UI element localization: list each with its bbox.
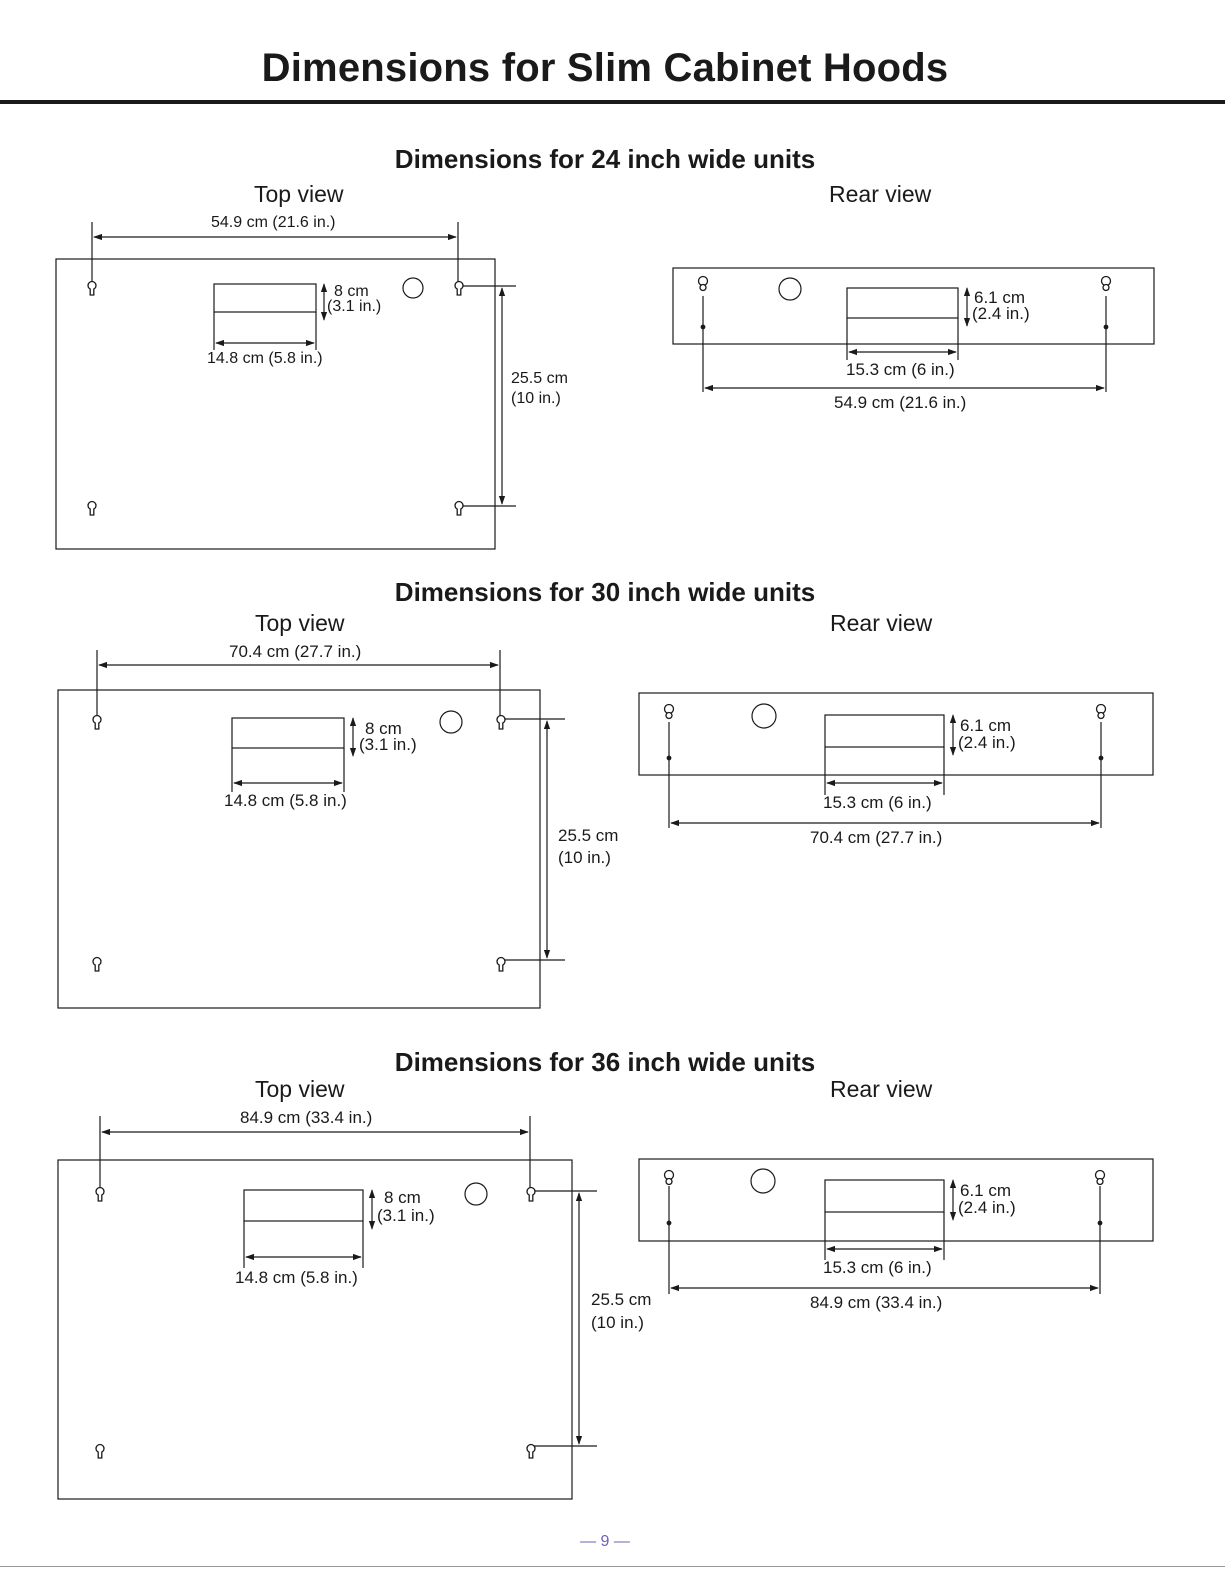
top-view-30-cutout bbox=[231, 717, 345, 749]
top-view-label: Top view bbox=[254, 181, 344, 207]
top-view-24-cutout-width: 14.8 cm (5.8 in.) bbox=[207, 350, 323, 367]
top-view-24-depth-cm: 25.5 cm bbox=[511, 370, 568, 387]
rear-view-30-cutout-height-in: (2.4 in.) bbox=[958, 733, 1016, 752]
top-view-30-drawing bbox=[57, 650, 565, 1009]
top-view-36-cutout-height-cm: 8 cm bbox=[384, 1188, 421, 1207]
top-view-30-cutout-height-in: (3.1 in.) bbox=[359, 735, 417, 754]
rear-view-30-cutout bbox=[824, 714, 945, 748]
rear-view-30-overall-width: 70.4 cm (27.7 in.) bbox=[810, 828, 943, 847]
rear-view-24-cutout-height-in: (2.4 in.) bbox=[972, 304, 1030, 323]
top-view-30-outline bbox=[57, 689, 541, 1009]
top-view-30-depth-cm: 25.5 cm bbox=[558, 826, 619, 845]
top-view-36-drawing bbox=[57, 1116, 597, 1500]
rear-view-36-cutout-width: 15.3 cm (6 in.) bbox=[823, 1258, 932, 1277]
section-title-36: Dimensions for 36 inch wide units bbox=[394, 1047, 816, 1077]
page-title: Dimensions for Slim Cabinet Hoods bbox=[261, 46, 949, 90]
bottom-rule bbox=[0, 1566, 1225, 1567]
top-view-36-outline bbox=[57, 1159, 573, 1500]
top-view-36-duct-hole bbox=[464, 1182, 488, 1206]
top-view-36-depth-cm: 25.5 cm bbox=[591, 1290, 652, 1309]
rear-view-24-cutout bbox=[846, 287, 959, 319]
rear-view-36-overall-width: 84.9 cm (33.4 in.) bbox=[810, 1293, 943, 1312]
top-view-24-cutout-height-in: (3.1 in.) bbox=[327, 298, 382, 315]
rear-view-36-duct-hole bbox=[750, 1168, 776, 1194]
rear-view-36-cutout-height-in: (2.4 in.) bbox=[958, 1198, 1016, 1217]
top-view-24-overall-width: 54.9 cm (21.6 in.) bbox=[211, 214, 336, 231]
rear-view-24-overall-width: 54.9 cm (21.6 in.) bbox=[834, 393, 967, 412]
rear-view-30-duct-hole bbox=[751, 703, 777, 729]
rear-view-36-cutout-height-cm: 6.1 cm bbox=[960, 1181, 1012, 1200]
rear-view-36-outline bbox=[638, 1158, 1154, 1242]
top-view-30-duct-hole bbox=[439, 710, 463, 734]
rear-view-36-drawing bbox=[638, 1158, 1154, 1294]
top-view-30-cutout-width: 14.8 cm (5.8 in.) bbox=[224, 791, 347, 810]
top-view-30-depth-in: (10 in.) bbox=[558, 848, 611, 867]
top-view-24-cutout-height-cm: 8 cm bbox=[334, 283, 369, 300]
top-view-24-depth-in: (10 in.) bbox=[511, 390, 561, 407]
top-view-36-cutout-height-in: (3.1 in.) bbox=[377, 1206, 435, 1225]
top-view-24-drawing bbox=[55, 222, 516, 550]
top-view-24-cutout bbox=[213, 283, 317, 313]
top-view-label: Top view bbox=[255, 610, 345, 636]
section-title-30: Dimensions for 30 inch wide units bbox=[394, 577, 816, 607]
rear-view-24-drawing bbox=[672, 267, 1155, 392]
top-view-24-duct-hole bbox=[402, 277, 424, 299]
top-view-36-depth-in: (10 in.) bbox=[591, 1313, 644, 1332]
page-number: — 9 — bbox=[580, 1533, 630, 1550]
rear-view-30-drawing bbox=[638, 692, 1154, 828]
top-view-30-cutout-height-cm: 8 cm bbox=[365, 719, 402, 738]
top-view-36-cutout-width: 14.8 cm (5.8 in.) bbox=[235, 1268, 358, 1287]
rear-view-24-outline bbox=[672, 267, 1155, 345]
top-view-label: Top view bbox=[255, 1076, 345, 1102]
rear-view-36-cutout bbox=[824, 1179, 945, 1213]
rear-view-24-duct-hole bbox=[778, 277, 802, 301]
rear-view-24-cutout-height-cm: 6.1 cm bbox=[974, 288, 1026, 307]
top-view-30-overall-width: 70.4 cm (27.7 in.) bbox=[229, 642, 362, 661]
rear-view-label: Rear view bbox=[830, 610, 933, 636]
rear-view-30-cutout-width: 15.3 cm (6 in.) bbox=[823, 793, 932, 812]
title-rule bbox=[0, 100, 1225, 104]
rear-view-24-cutout-width: 15.3 cm (6 in.) bbox=[846, 360, 955, 379]
rear-view-30-outline bbox=[638, 692, 1154, 776]
rear-view-label: Rear view bbox=[829, 181, 932, 207]
section-title-24: Dimensions for 24 inch wide units bbox=[394, 144, 816, 174]
rear-view-label: Rear view bbox=[830, 1076, 933, 1102]
rear-view-30-cutout-height-cm: 6.1 cm bbox=[960, 716, 1012, 735]
top-view-36-overall-width: 84.9 cm (33.4 in.) bbox=[240, 1108, 373, 1127]
top-view-24-outline bbox=[55, 258, 496, 550]
top-view-36-cutout bbox=[243, 1189, 364, 1222]
